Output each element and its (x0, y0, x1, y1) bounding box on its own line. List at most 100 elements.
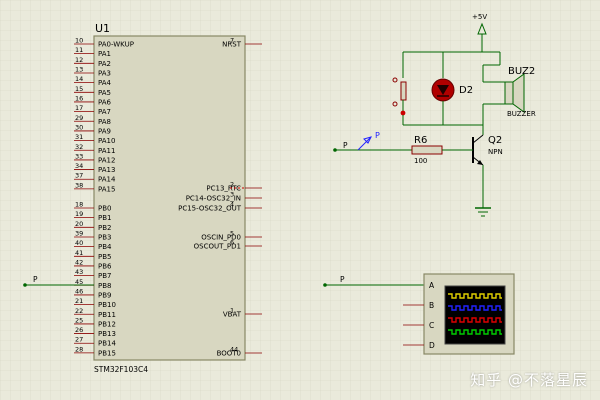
scope-trace (448, 305, 502, 311)
mcu-pin-number: 27 (75, 336, 83, 344)
mcu-pin-name: PB1 (98, 214, 111, 222)
transistor-emitter-arrow-icon (477, 160, 483, 165)
buzzer-horn-icon (512, 73, 525, 113)
mcu-pin-number: 6 (230, 239, 234, 247)
net-label-mcu[interactable]: P (33, 275, 38, 284)
watermark: 知乎 @不落星辰 (470, 371, 588, 389)
mcu-pin-number: 18 (75, 201, 83, 209)
mcu-pin-name: PA15 (98, 185, 115, 193)
mcu-pin-number: 5 (230, 230, 234, 238)
mcu-pin-name: PC14-OSC32_IN (186, 195, 241, 203)
mcu-pin-number: 46 (75, 287, 83, 295)
scope-channel-label: B (429, 301, 434, 310)
mcu-pin-name: PB5 (98, 253, 111, 261)
switch-contact-top (392, 77, 398, 83)
mcu-pin-number: 34 (75, 162, 83, 170)
mcu-pin-number: 45 (75, 278, 83, 286)
wire-end-dot (23, 283, 27, 287)
mcu-pin-number: 29 (75, 114, 83, 122)
mcu-pin-name: PB0 (98, 205, 111, 213)
mcu-pin-name: PB9 (98, 291, 111, 299)
mcu-pin-number: 43 (75, 268, 83, 276)
mcu-pin-name: BOOT0 (217, 350, 241, 358)
scope-channel-pins: A B C D (403, 281, 435, 350)
mcu-pin-number: 31 (75, 133, 83, 141)
mcu-pin-number: 12 (75, 56, 83, 64)
led-symbol-icon (437, 85, 449, 95)
scope-channel-label: D (429, 341, 435, 350)
mcu-pin-name: PB2 (98, 224, 111, 232)
mcu-pin-name: PB8 (98, 282, 111, 290)
mcu-pin-name: PC15-OSC32_OUT (178, 205, 242, 213)
scope-trace (448, 317, 502, 323)
mcu-pin-number: 26 (75, 326, 83, 334)
mcu-pin-name: PA7 (98, 108, 111, 116)
mcu-pin-name: PA9 (98, 127, 111, 135)
mcu-pin-name: PB11 (98, 311, 116, 319)
mcu-pin-number: 41 (75, 249, 83, 257)
mcu-pin-name: PB4 (98, 243, 112, 251)
led-ref: D2 (459, 85, 473, 96)
buzzer-label: BUZZER (507, 110, 536, 118)
mcu-pin-number: 4 (230, 201, 234, 209)
mcu-pin-name: PA14 (98, 176, 116, 184)
resistor-r6[interactable] (411, 145, 443, 155)
mcu-pin-name: PB14 (98, 340, 116, 348)
mcu-pin-number: 19 (75, 210, 83, 218)
mcu-pin-number: 28 (75, 345, 83, 353)
mcu-pin-number: 16 (75, 94, 83, 102)
mcu-pin-name: OSCIN_PD0 (201, 234, 241, 242)
mcu-pin-name: PB15 (98, 349, 116, 357)
mcu-part: STM32F103C4 (94, 365, 148, 374)
mcu-pin-name: PA12 (98, 156, 115, 164)
mcu-pin-number: 11 (75, 46, 83, 54)
mcu-pin-name: PB12 (98, 320, 116, 328)
mcu-pin-number: 7 (230, 37, 234, 45)
oscilloscope[interactable]: P A B C D (323, 273, 515, 355)
mcu-pin-name: PA8 (98, 118, 111, 126)
mcu-pin-number: 21 (75, 297, 83, 305)
mcu-pin-name: PA3 (98, 69, 111, 77)
buzzer-circuit: +5V D2 BUZ2 BUZZER (333, 13, 536, 217)
mcu-body[interactable] (93, 35, 246, 361)
mcu-pin-name: PA11 (98, 147, 115, 155)
mcu-pin-number: 17 (75, 104, 83, 112)
mcu-pin-number: 13 (75, 65, 83, 73)
mcu-pin-number: 22 (75, 307, 83, 315)
mcu-pin-number: 25 (75, 316, 83, 324)
buzzer-body[interactable] (504, 81, 514, 105)
scope-channel-label: A (429, 281, 435, 290)
net-label-circuit[interactable]: P (343, 141, 348, 150)
mcu-pin-number: 3 (230, 191, 234, 199)
probe-icon[interactable] (357, 136, 372, 151)
mcu-pin-name: PB6 (98, 262, 112, 270)
mcu-pin-name: OSCOUT_PD1 (194, 243, 241, 251)
mcu-pin-name: PA13 (98, 166, 115, 174)
mcu-pin-name: VBAT (223, 311, 242, 319)
mcu-right-pins: 7NRST2PC13_RTC3PC14-OSC32_IN4PC15-OSC32_… (178, 37, 262, 358)
probe-label: P (375, 131, 380, 140)
mcu-pin-number: 10 (75, 37, 83, 45)
push-button-switch[interactable] (400, 81, 407, 101)
mcu-pin-number: 38 (75, 181, 83, 189)
mcu-pin-number: 39 (75, 229, 83, 237)
mcu-pin-number: 37 (75, 172, 83, 180)
scope-trace (448, 293, 502, 299)
scope-channel-label: C (429, 321, 434, 330)
buzzer-ref: BUZ2 (508, 66, 535, 77)
resistor-ref: R6 (414, 135, 427, 146)
mcu-pin-number: 33 (75, 152, 83, 160)
mcu-pin-name: PA5 (98, 89, 111, 97)
switch-contact-bottom (392, 101, 398, 107)
mcu-pin-name: PA1 (98, 50, 111, 58)
mcu-pin-name: PB10 (98, 301, 116, 309)
switch-indicator-dot (400, 110, 406, 116)
resistor-value: 100 (414, 157, 427, 165)
mcu-pin-number: 40 (75, 239, 83, 247)
mcu-pin-number: 32 (75, 143, 83, 151)
net-label-scope[interactable]: P (340, 275, 345, 284)
mcu-pin-number: 30 (75, 123, 83, 131)
